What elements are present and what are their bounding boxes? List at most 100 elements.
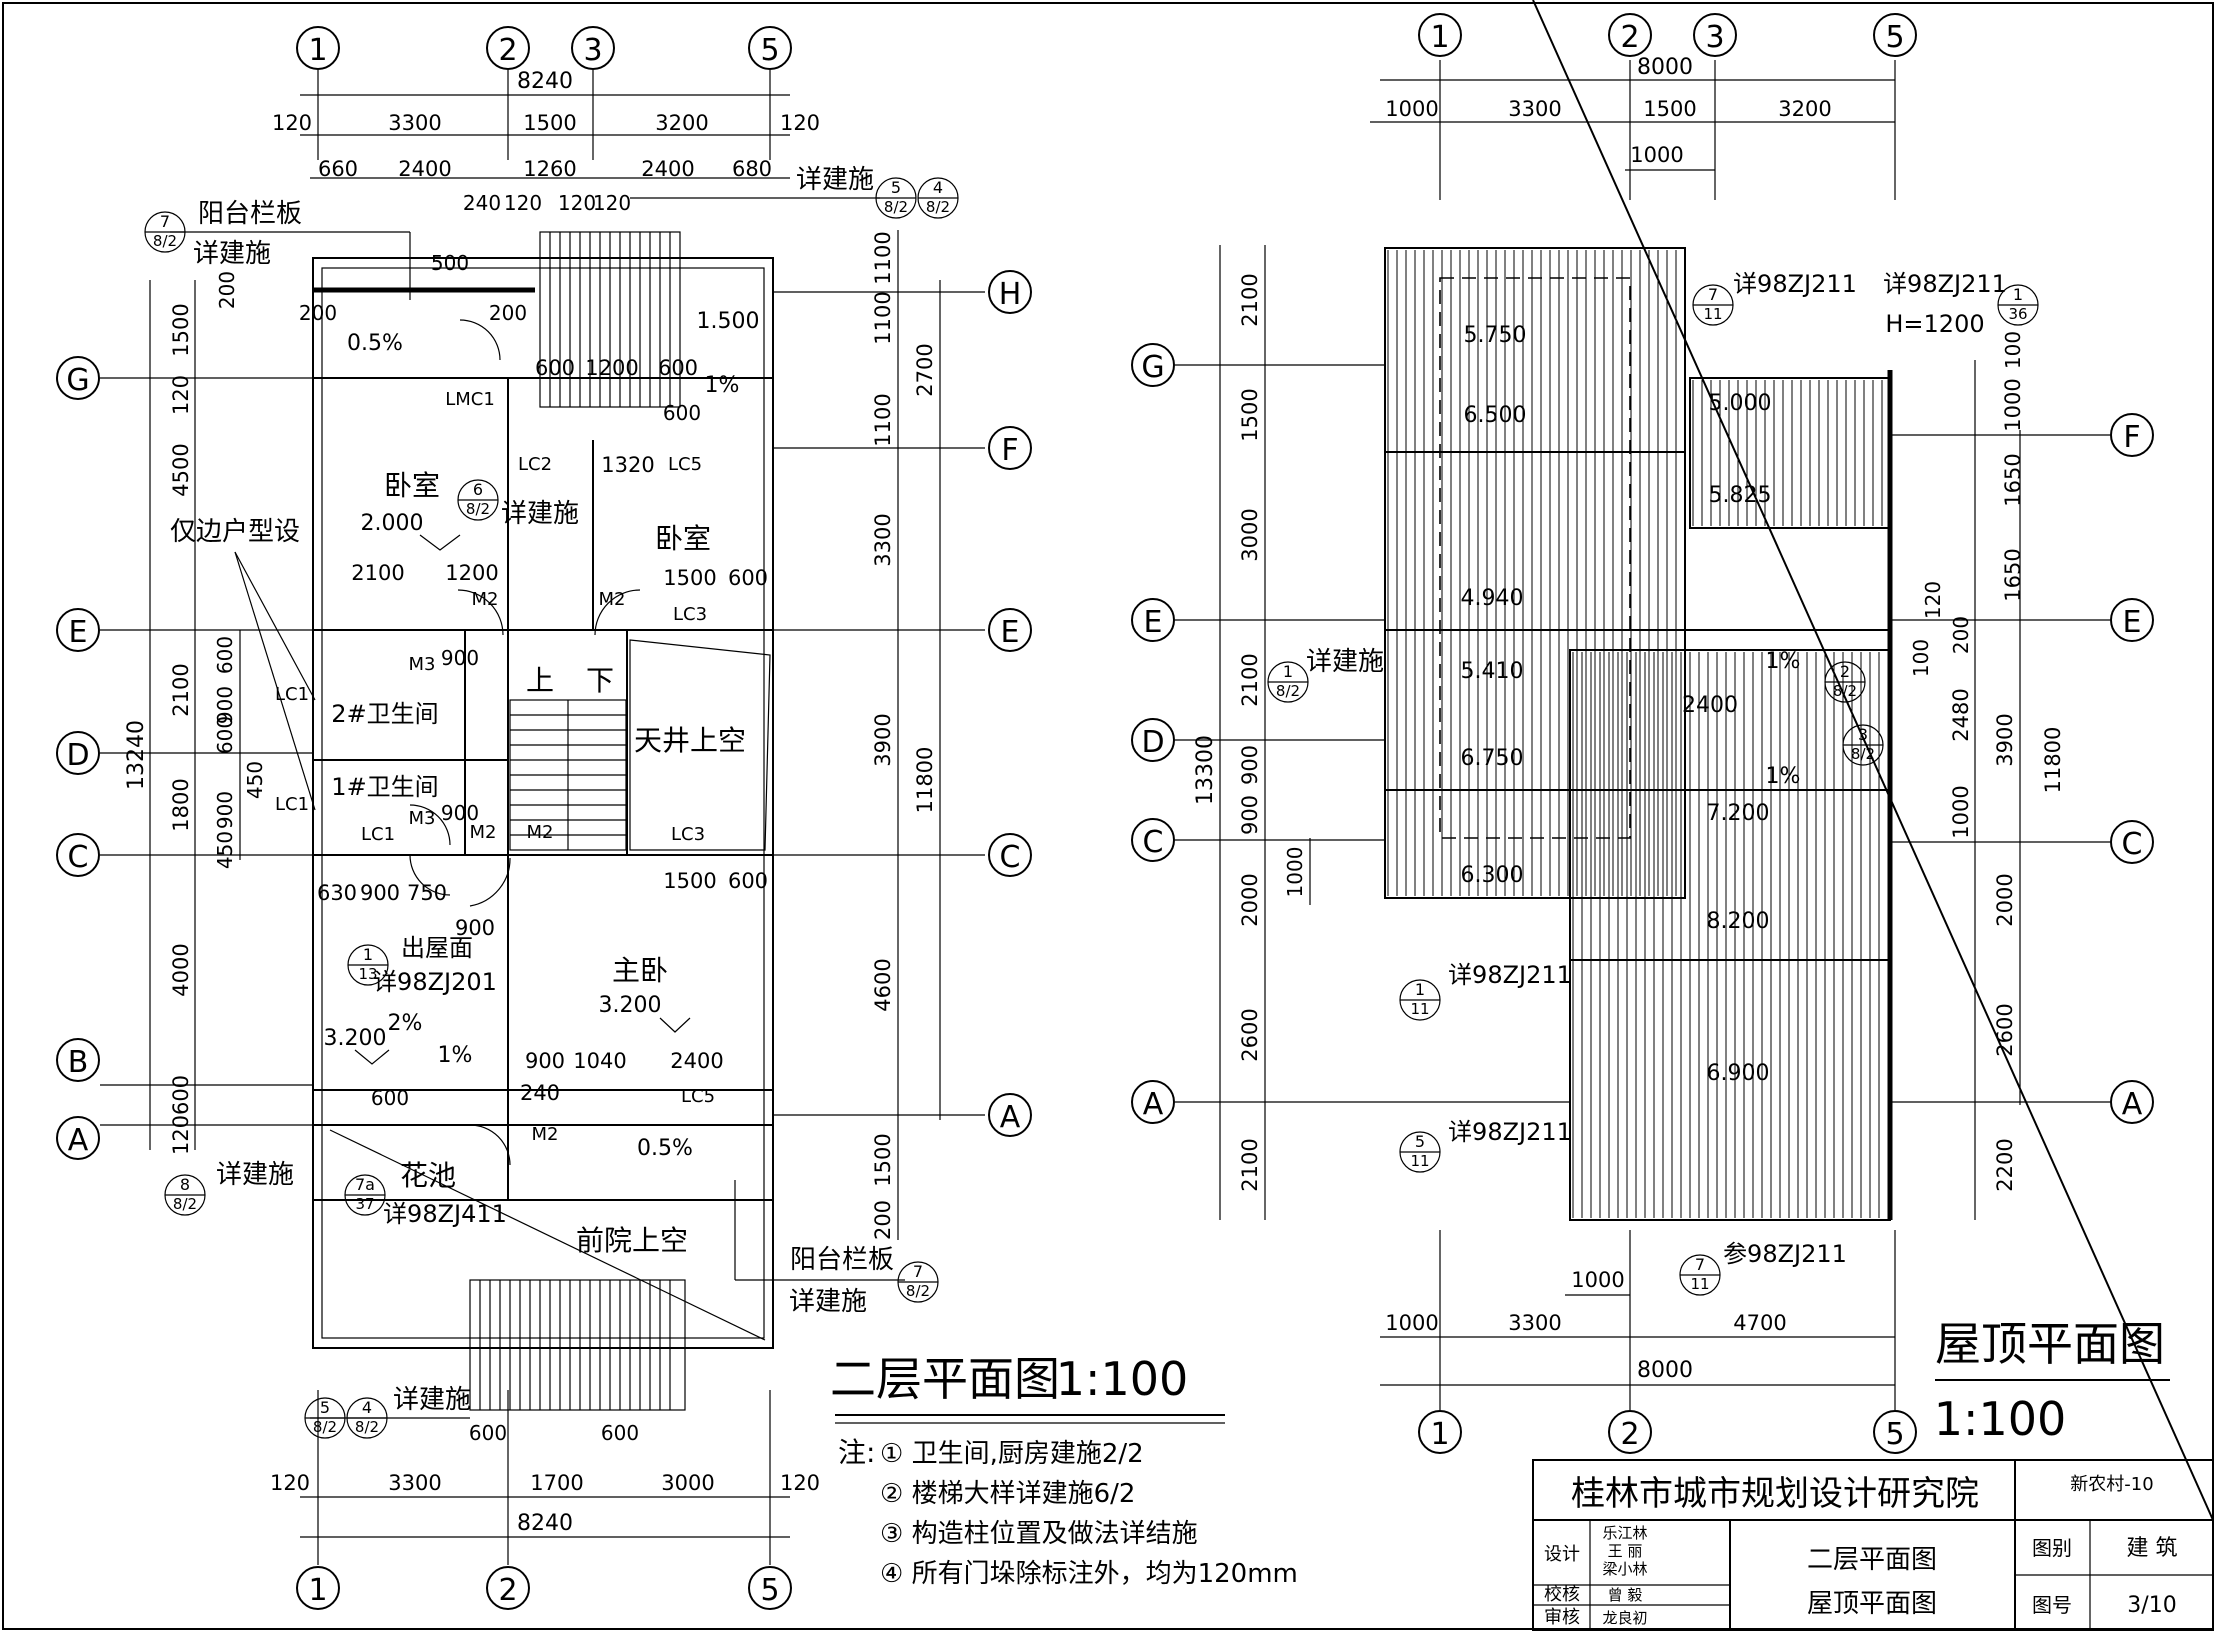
- axis-label: C: [2122, 827, 2143, 862]
- dim-text: 1000: [2001, 378, 2025, 431]
- project-name: 新农村-10: [2070, 1474, 2153, 1495]
- dim-text: 1500: [1238, 388, 1262, 441]
- dim-text: 3200: [655, 111, 708, 135]
- detail-ref: 7 11: [1692, 284, 1734, 326]
- dim-text: 2400: [670, 1049, 723, 1073]
- dim-total-bottom: 8240: [517, 1511, 573, 1536]
- stairs-up-label: 上: [526, 664, 554, 697]
- dim-text: 120: [1921, 581, 1945, 619]
- axis-label: F: [1001, 433, 1018, 468]
- elevation-mark: 5.410: [1461, 659, 1524, 684]
- door-label: M2: [470, 822, 497, 843]
- dim-text: 4500: [169, 443, 193, 496]
- svg-text:1: 1: [1415, 980, 1425, 999]
- note-see-arch: 详建施: [393, 1385, 471, 1415]
- axis-label: 2: [1620, 1417, 1639, 1452]
- title-block: 桂林市城市规划设计研究院 新农村-10 设计 乐江林 王 丽 梁小林 校核 曾 …: [1532, 0, 2214, 1631]
- slope-label: 2%: [388, 1011, 423, 1036]
- axis-label: 5: [1885, 1417, 1904, 1452]
- svg-text:8/2: 8/2: [926, 198, 950, 216]
- door-label: M2: [472, 589, 499, 610]
- detail-ref: 4 8/2: [346, 1397, 388, 1439]
- door-label: M3: [409, 808, 436, 829]
- design-label: 设计: [1544, 1544, 1580, 1565]
- dim-text: 1000: [1385, 1311, 1438, 1335]
- axis-label: D: [66, 738, 89, 773]
- axis-label: F: [2123, 420, 2140, 455]
- dim-text: 1100: [871, 231, 895, 284]
- room-label-front-yard: 前院上空: [576, 1224, 688, 1257]
- axis-label: E: [69, 615, 88, 650]
- elevation-mark: 5.000: [1709, 391, 1772, 416]
- detail-ref: 7a 37: [344, 1174, 386, 1216]
- axis-label: 1: [308, 33, 327, 68]
- dim-text: 4000: [169, 943, 193, 996]
- window-label: LC3: [671, 824, 705, 845]
- note-see-arch: 详建施: [193, 239, 271, 269]
- window-label: LC1: [275, 794, 309, 815]
- dim-text: 200: [1949, 616, 1973, 654]
- axis-label: C: [68, 840, 89, 875]
- note-item: ④ 所有门垛除标注外，均为120mm: [880, 1559, 1298, 1589]
- note-see-arch: 详建施: [789, 1287, 867, 1317]
- note-zj211: 详98ZJ211: [1883, 270, 2007, 298]
- svg-text:4: 4: [933, 178, 943, 197]
- dim-text: 1100: [871, 291, 895, 344]
- dim-text: 900: [455, 916, 495, 940]
- detail-ref: 1 13: [347, 944, 389, 986]
- plan-scale: 1:100: [1056, 1352, 1189, 1406]
- axis-bubble: [296, 26, 340, 70]
- note-see-arch: 详建施: [796, 165, 874, 195]
- stairs-bottom: [469, 1279, 686, 1411]
- roof-plan: 1 2 3 5 8000 1000 3300 1500 3200 1000 5.…: [1131, 13, 2170, 1454]
- window-label: LC5: [668, 454, 702, 475]
- plan-scale: 1:100: [1934, 1392, 2067, 1446]
- room-label-master: 主卧: [612, 954, 668, 987]
- axis-label: 5: [760, 1573, 779, 1608]
- elevation-mark: 6.750: [1461, 746, 1524, 771]
- dim-text: 1500: [663, 869, 716, 893]
- detail-ref: 4 8/2: [917, 177, 959, 219]
- dim-text: 240: [463, 191, 501, 215]
- dim-text: 2100: [1238, 653, 1262, 706]
- dim-text: 120: [169, 375, 193, 415]
- svg-text:7: 7: [1708, 285, 1718, 304]
- dim-text: 1800: [169, 778, 193, 831]
- svg-text:11: 11: [1410, 1152, 1429, 1170]
- slope-label: 0.5%: [637, 1136, 693, 1161]
- note-zj211: 详98ZJ211: [1448, 1118, 1572, 1146]
- note-item: ③ 构造柱位置及做法详结施: [880, 1519, 1198, 1549]
- dim-text: 3300: [1508, 1311, 1561, 1335]
- note-see-arch: 详建施: [216, 1160, 294, 1190]
- window-label: LC3: [673, 604, 707, 625]
- elevation-mark: 6.900: [1707, 1061, 1770, 1086]
- room-label-bath2: 2#卫生间: [331, 700, 438, 728]
- axis-label: 5: [760, 33, 779, 68]
- dim-text: 200: [871, 1200, 895, 1240]
- note-ref-zj211: 参98ZJ211: [1723, 1240, 1847, 1268]
- dim-text: 1500: [871, 1133, 895, 1186]
- axis-label: H: [999, 277, 1022, 312]
- dim-text: 11800: [913, 747, 937, 814]
- dim-text: 600: [601, 1421, 639, 1445]
- axis-label: 2: [498, 33, 517, 68]
- note-zj201: 详98ZJ201: [373, 968, 497, 996]
- door-label: M2: [527, 822, 554, 843]
- dim-text: 600: [728, 869, 768, 893]
- dim-text: 1000: [1385, 97, 1438, 121]
- svg-text:8/2: 8/2: [1833, 682, 1857, 700]
- note-see-arch: 详建施: [501, 499, 579, 529]
- dim-text: 630: [317, 881, 357, 905]
- dim-text: 1320: [601, 453, 654, 477]
- dim-total-top: 8240: [517, 69, 573, 94]
- stairs-top: [539, 231, 681, 408]
- detail-ref: 7 8/2: [897, 1261, 939, 1303]
- dim-text: 900: [1238, 745, 1262, 785]
- slope-label: 1%: [1766, 764, 1801, 789]
- dim-text: 2400: [398, 157, 451, 181]
- elevation-mark: 8.200: [1707, 909, 1770, 934]
- detail-ref: 5 11: [1399, 1131, 1441, 1173]
- dim-text: 2100: [1238, 1138, 1262, 1191]
- dim-text: 11800: [2041, 727, 2065, 794]
